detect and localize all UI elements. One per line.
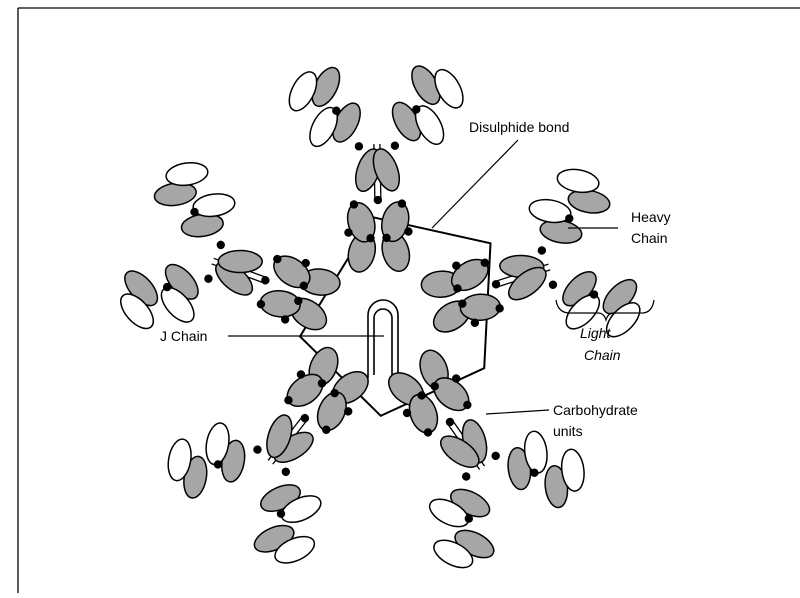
carbohydrate-dot — [203, 273, 214, 284]
light-chain-domain — [192, 191, 237, 219]
carbohydrate-label-line2: units — [553, 423, 583, 439]
carbohydrate-dot — [460, 471, 472, 483]
heavy-chain-domain — [218, 251, 262, 273]
disulphide-bond-dot — [444, 416, 456, 428]
carbohydrate-dot — [215, 240, 226, 251]
light-chain-label-line1: Light — [580, 325, 611, 341]
carbohydrate-label-line1: Carbohydrate — [553, 402, 638, 418]
carbohydrate-dot — [490, 450, 502, 462]
antibody-monomer — [147, 302, 424, 583]
antibody-monomer — [283, 61, 472, 277]
carbohydrate-dot — [355, 142, 364, 151]
j-chain — [368, 300, 398, 378]
carbohydrate-dot — [548, 279, 559, 290]
carbohydrate-dot — [391, 141, 400, 150]
antibody-subunits — [104, 61, 655, 588]
disulphide-bond-label: Disulphide bond — [469, 119, 569, 135]
antibody-monomer — [331, 308, 604, 588]
disulphide-bond-dot — [299, 412, 311, 424]
heavy-chain-domain — [259, 289, 301, 318]
light-chain-label-line2: Chain — [584, 347, 621, 363]
j-chain-label: J Chain — [160, 328, 207, 344]
carbohydrate-dot — [280, 466, 292, 478]
disulphide-bond-dot — [260, 275, 271, 286]
heavy-chain-label-line1: Heavy — [631, 209, 671, 225]
carbohydrate-leader — [486, 410, 549, 414]
heavy-chain-domain — [460, 293, 501, 321]
carbohydrate-dot — [252, 444, 264, 456]
light-chain-domain — [165, 160, 210, 188]
carbohydrate-dot — [537, 245, 548, 256]
disulphide-leader — [432, 140, 518, 228]
heavy-chain-label-line2: Chain — [631, 230, 668, 246]
